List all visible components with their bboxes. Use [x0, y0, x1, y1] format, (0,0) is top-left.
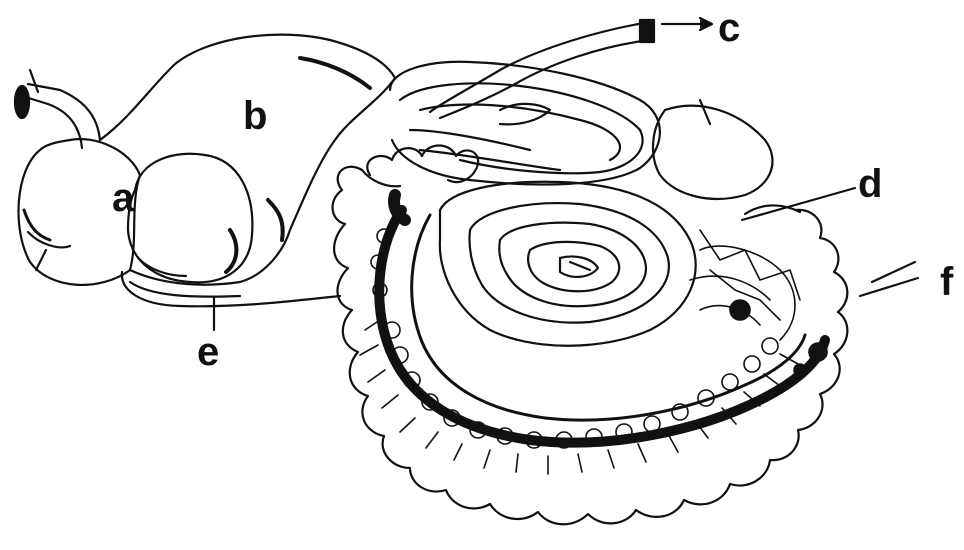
label-c: c — [718, 8, 740, 48]
structure-f — [333, 167, 918, 525]
label-a: a — [112, 178, 134, 218]
label-e: e — [197, 332, 219, 372]
leader-d — [742, 188, 855, 220]
left-tube — [15, 70, 100, 148]
label-d: d — [858, 164, 882, 204]
structure-c — [390, 18, 712, 184]
label-f: f — [940, 262, 953, 302]
label-b: b — [243, 96, 267, 136]
structure-e — [122, 272, 340, 330]
round-body — [128, 154, 252, 283]
inner-band — [379, 195, 825, 443]
central-folds — [440, 182, 696, 346]
side-lobe — [653, 100, 772, 199]
structure-b — [100, 35, 395, 285]
